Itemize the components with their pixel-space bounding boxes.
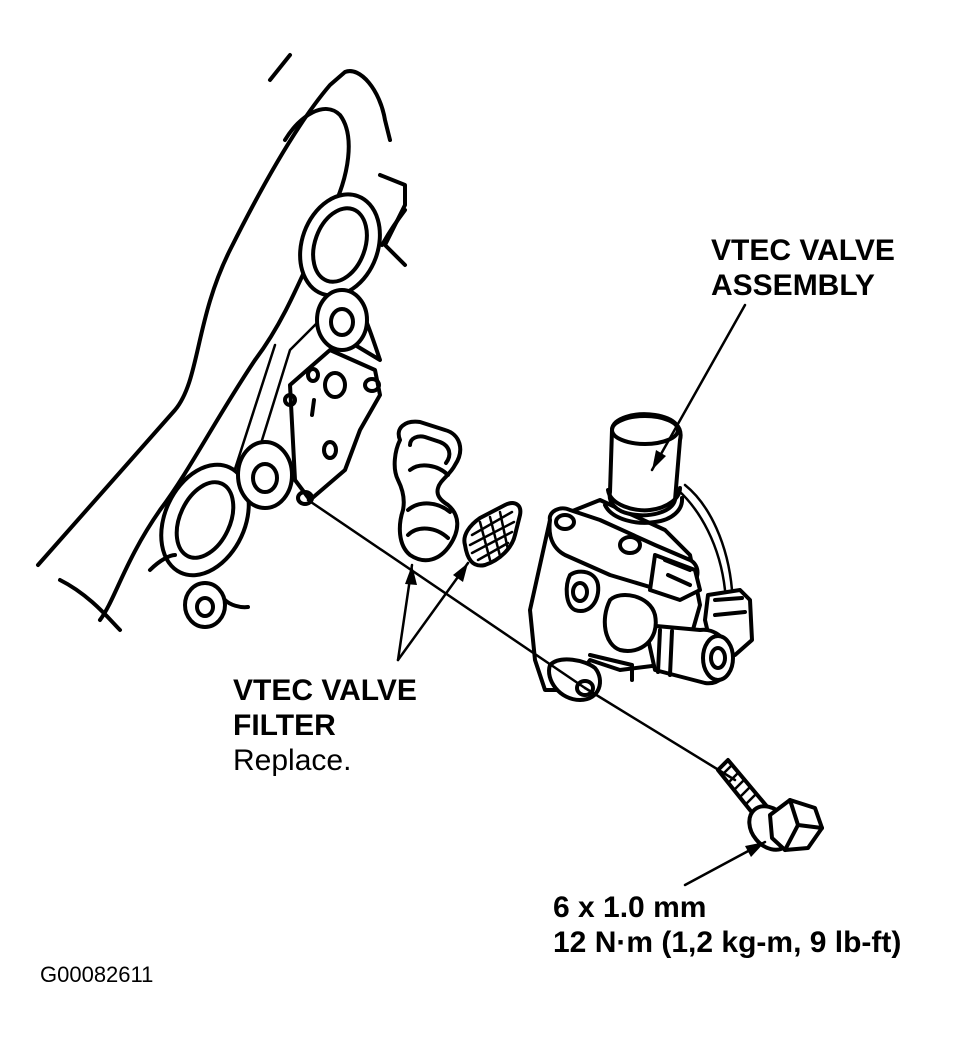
valve-assembly-label-line2: ASSEMBLY: [711, 269, 875, 302]
vtec-valve-assembly: [528, 412, 754, 702]
mounting-bolt: [716, 758, 824, 852]
filter-screen: [462, 501, 523, 568]
valve-filter-label-line2: FILTER: [233, 709, 336, 742]
cylinder-head: [36, 53, 407, 632]
bolt-torque-label: 12 N·m (1,2 kg-m, 9 lb-ft): [553, 926, 901, 959]
valve-assembly-label-line1: VTEC VALVE: [711, 234, 895, 267]
labels: VTEC VALVE ASSEMBLY VTEC VALVE FILTER Re…: [40, 234, 901, 987]
figure-code: G00082611: [40, 962, 153, 987]
valve-filter-instruction: Replace.: [233, 744, 351, 777]
bolt-size-label: 6 x 1.0 mm: [553, 891, 706, 924]
leader-lines: [306, 303, 767, 887]
valve-filter-label-line1: VTEC VALVE: [233, 674, 417, 707]
filter-gasket: [392, 419, 463, 563]
